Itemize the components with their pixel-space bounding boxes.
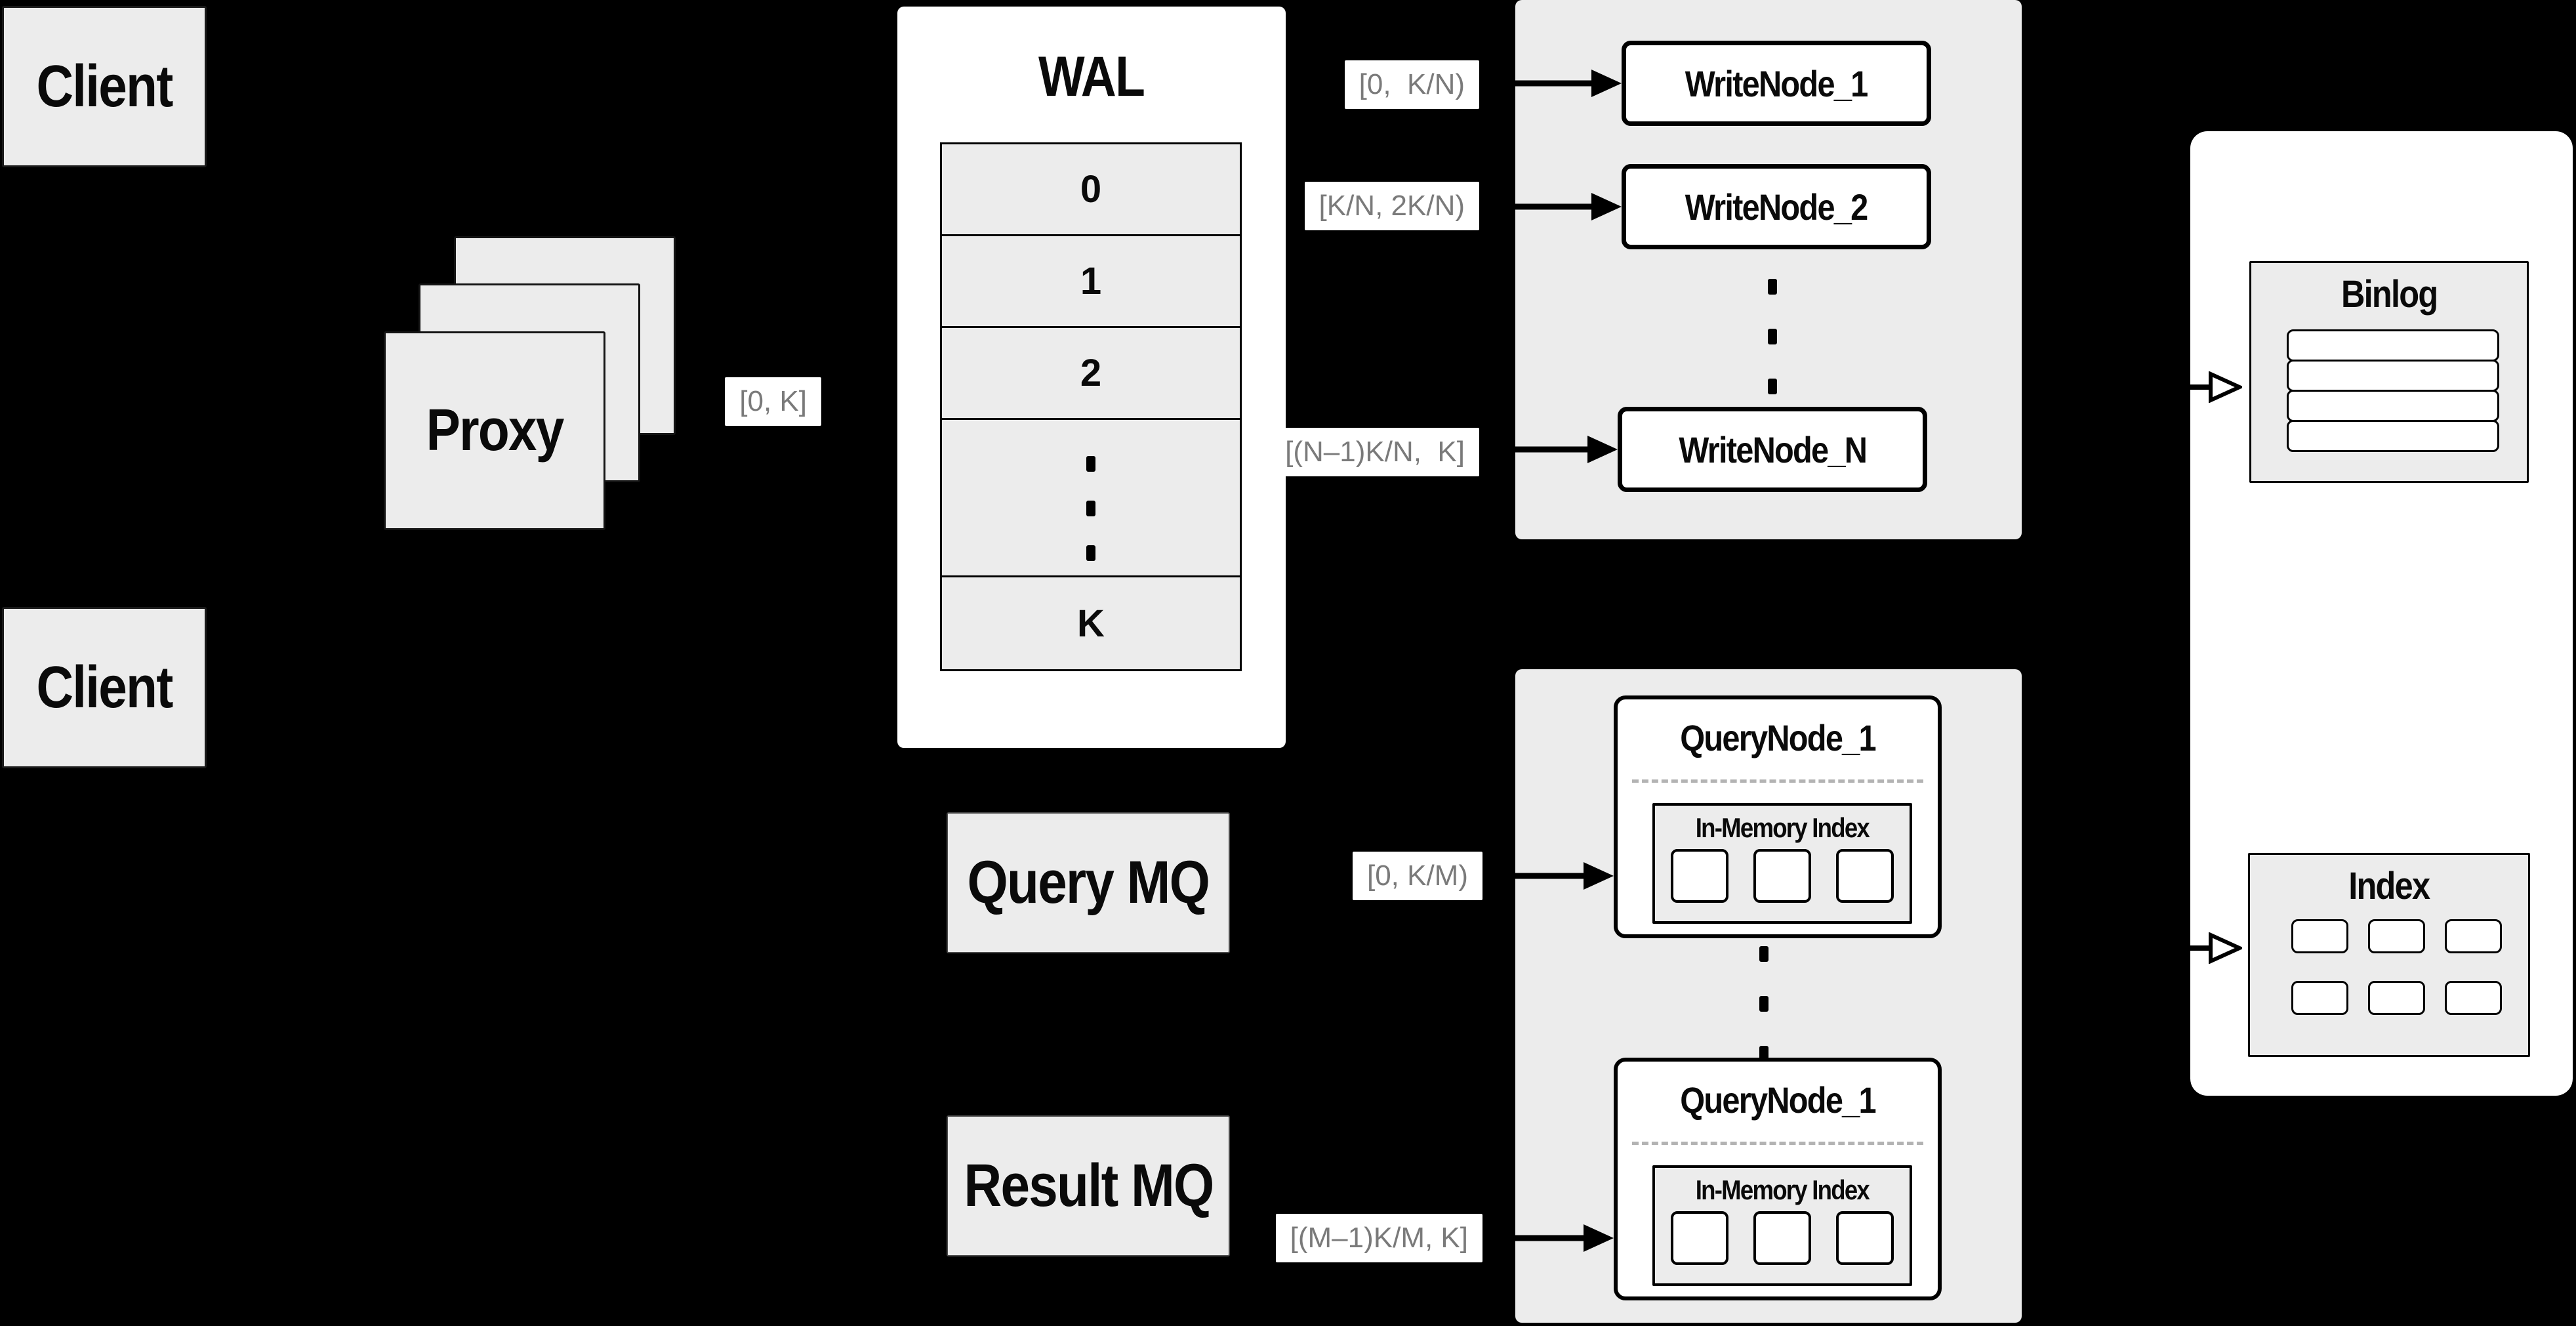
- memory-segment-cells-2: [1655, 1211, 1910, 1265]
- wal-title: WAL: [1038, 45, 1145, 108]
- binlog-hollow-arrow-icon: [2209, 371, 2242, 403]
- binlog-hollow-arrow-shaft: [2184, 384, 2212, 390]
- binlog-row: [2287, 329, 2499, 362]
- write-node-1: WriteNode_1: [1622, 41, 1931, 126]
- index-box: Index: [2248, 853, 2530, 1057]
- wal-row-2: 2: [942, 328, 1240, 420]
- memory-segment-cell: [1753, 1211, 1811, 1265]
- result-mq-box: Result MQ: [947, 1115, 1230, 1256]
- memory-segment-cell: [1671, 1211, 1728, 1265]
- wal-table: 0 1 2 K: [940, 142, 1242, 671]
- index-cell: [2445, 981, 2502, 1015]
- write-node-n: WriteNode_N: [1618, 407, 1927, 492]
- client-bottom-label: Client: [36, 654, 173, 720]
- client-box-top: Client: [2, 6, 207, 167]
- binlog-row: [2287, 420, 2499, 452]
- wal-row-1: 1: [942, 236, 1240, 328]
- write-range-label-1: [0, K/N): [1344, 60, 1479, 109]
- proxy-range-label: [0, K]: [725, 377, 821, 426]
- query-arrow-2-icon: [1515, 1224, 1614, 1252]
- wal-row-k: K: [942, 577, 1240, 669]
- index-hollow-arrow-icon: [2209, 932, 2242, 964]
- client-top-label: Client: [36, 53, 173, 119]
- query-ellipsis-icon: [1759, 946, 1768, 1062]
- client-box-bottom: Client: [2, 607, 207, 768]
- query-mq-box: Query MQ: [947, 812, 1230, 953]
- query-node-1-title: QueryNode_1: [1680, 717, 1876, 758]
- index-cell: [2291, 919, 2348, 953]
- write-arrow-1-icon: [1479, 70, 1622, 97]
- index-hollow-arrow-shaft: [2184, 945, 2212, 951]
- binlog-row: [2287, 360, 2499, 392]
- index-title: Index: [2348, 865, 2430, 907]
- binlog-row: [2287, 390, 2499, 422]
- write-arrow-2-icon: [1479, 193, 1622, 220]
- write-range-label-n: [(N–1)K/N, K]: [1271, 428, 1479, 476]
- in-memory-index-box-2: In-Memory Index: [1652, 1165, 1912, 1286]
- query-arrow-1-icon: [1515, 862, 1614, 890]
- query-range-label-1: [0, K/M): [1352, 852, 1482, 900]
- memory-segment-cell: [1671, 849, 1728, 903]
- query-node-2-title: QueryNode_1: [1680, 1079, 1876, 1121]
- query-range-label-2: [(M–1)K/M, K]: [1275, 1214, 1482, 1262]
- index-cell: [2368, 981, 2425, 1015]
- memory-segment-cell: [1836, 849, 1894, 903]
- query-node-1-separator: [1632, 779, 1923, 783]
- wal-ellipsis-icon: [1086, 456, 1095, 561]
- query-node-2: QueryNode_1 In-Memory Index: [1614, 1058, 1942, 1300]
- binlog-box: Binlog: [2249, 261, 2529, 483]
- index-cell: [2291, 981, 2348, 1015]
- proxy-label: Proxy: [426, 398, 565, 463]
- index-cell-row: [2291, 919, 2502, 953]
- result-mq-label: Result MQ: [963, 1152, 1214, 1219]
- binlog-title: Binlog: [2341, 273, 2438, 316]
- wal-panel: WAL 0 1 2 K: [897, 7, 1286, 748]
- query-mq-label: Query MQ: [967, 849, 1210, 916]
- memory-segment-cells-1: [1655, 849, 1910, 903]
- binlog-rows: [2287, 329, 2499, 452]
- query-node-1: QueryNode_1 In-Memory Index: [1614, 695, 1942, 938]
- write-arrow-n-icon: [1479, 436, 1618, 463]
- query-node-2-separator: [1632, 1142, 1923, 1145]
- store-engine-panel: Store Engine Binlog Index: [2190, 131, 2573, 1096]
- index-cell-row: [2291, 981, 2502, 1015]
- write-node-2: WriteNode_2: [1622, 164, 1931, 249]
- index-cell: [2368, 919, 2425, 953]
- write-range-label-2: [K/N, 2K/N): [1304, 182, 1479, 230]
- wal-row-0: 0: [942, 144, 1240, 236]
- in-memory-index-title-2: In-Memory Index: [1695, 1174, 1870, 1205]
- in-memory-index-title-1: In-Memory Index: [1695, 812, 1870, 843]
- in-memory-index-box-1: In-Memory Index: [1652, 803, 1912, 924]
- write-ellipsis-icon: [1768, 279, 1777, 394]
- index-cell: [2445, 919, 2502, 953]
- proxy-card-front: Proxy: [384, 331, 605, 530]
- memory-segment-cell: [1836, 1211, 1894, 1265]
- memory-segment-cell: [1753, 849, 1811, 903]
